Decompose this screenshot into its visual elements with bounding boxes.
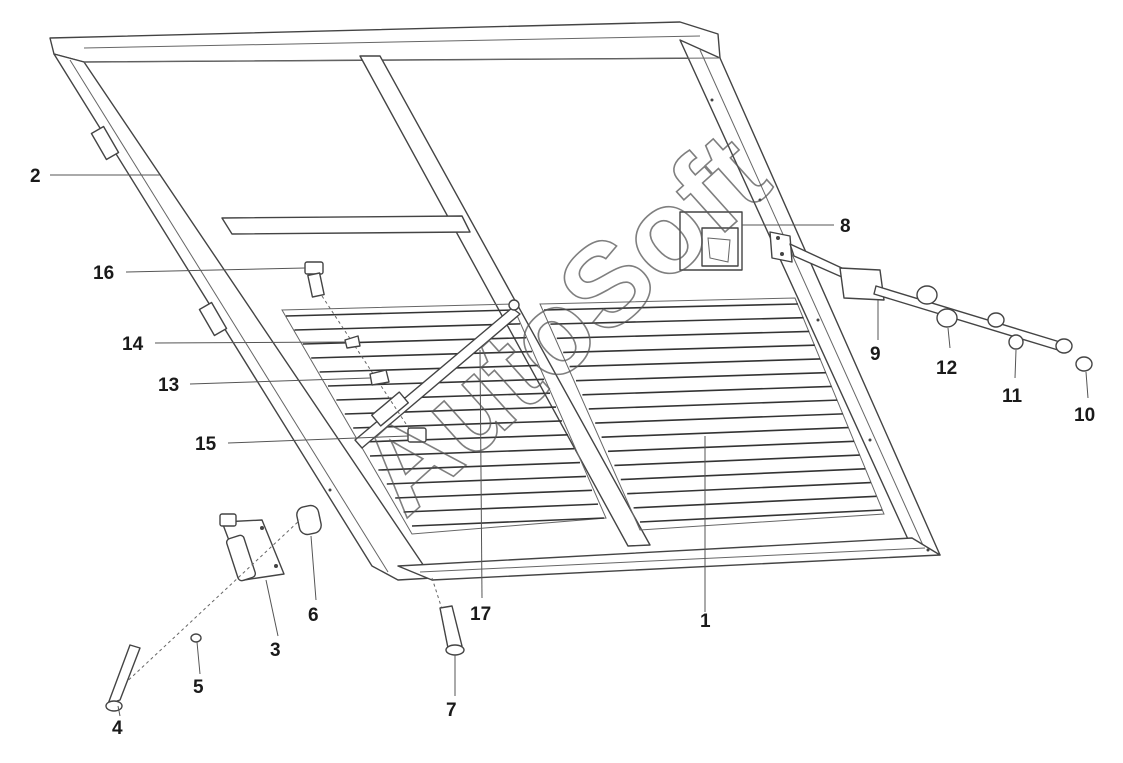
callout-8: 8 bbox=[840, 216, 851, 237]
callout-9: 9 bbox=[870, 344, 881, 365]
callout-labels: 1 2 3 4 5 6 7 8 9 10 11 12 13 14 15 16 1… bbox=[30, 166, 1095, 739]
callout-7: 7 bbox=[446, 700, 457, 721]
callout-3: 3 bbox=[270, 640, 281, 661]
grille-slat bbox=[620, 468, 866, 481]
callout-5: 5 bbox=[193, 677, 204, 698]
grille-slat bbox=[601, 426, 849, 438]
callout-6: 6 bbox=[308, 605, 319, 626]
link-9 bbox=[839, 267, 885, 301]
callout-4: 4 bbox=[112, 718, 123, 739]
grille-slat bbox=[569, 358, 821, 368]
grille-slat bbox=[311, 350, 533, 359]
nut-10b bbox=[1075, 356, 1093, 372]
nut-10a bbox=[1055, 338, 1073, 354]
grille-slat bbox=[563, 344, 815, 354]
grille-slats bbox=[281, 297, 885, 535]
nut-15 bbox=[407, 427, 427, 443]
grille-slat bbox=[361, 434, 569, 443]
callout-1: 1 bbox=[700, 611, 711, 632]
callout-11: 11 bbox=[1002, 386, 1023, 407]
grille-slat bbox=[595, 413, 843, 424]
latch-assembly bbox=[679, 211, 1093, 372]
washer-11a bbox=[987, 312, 1005, 328]
washer-12a bbox=[916, 285, 938, 305]
grille-slat bbox=[294, 323, 521, 331]
grille-slat bbox=[411, 517, 605, 527]
callout-14: 14 bbox=[122, 334, 144, 355]
washer-12b bbox=[936, 308, 958, 328]
grille-slat bbox=[319, 364, 539, 373]
bolt-16 bbox=[304, 261, 324, 275]
grille-slat bbox=[575, 371, 827, 382]
callout-15: 15 bbox=[195, 434, 217, 455]
grille-slat bbox=[395, 489, 593, 499]
grille-slat bbox=[639, 509, 883, 523]
grille-slat bbox=[369, 447, 575, 457]
grille-slat bbox=[556, 330, 810, 340]
washer-11b bbox=[1008, 334, 1024, 350]
grille-slat bbox=[336, 392, 551, 401]
callout-13: 13 bbox=[158, 375, 179, 396]
grille-slat bbox=[550, 316, 804, 325]
grille-slat bbox=[386, 475, 587, 485]
grille-slat bbox=[543, 303, 799, 311]
grille-slat bbox=[378, 461, 581, 471]
panel-frame bbox=[49, 21, 941, 581]
grille-slat bbox=[607, 440, 855, 453]
grille-slat bbox=[633, 495, 877, 509]
leader-lines bbox=[50, 174, 1089, 717]
bolt-7 bbox=[439, 605, 463, 649]
callout-2: 2 bbox=[30, 166, 41, 187]
grille-slat bbox=[582, 385, 832, 396]
callout-17: 17 bbox=[470, 604, 491, 625]
grille-slat bbox=[403, 503, 599, 513]
grille-slat bbox=[285, 309, 515, 317]
rod-mount-parts bbox=[304, 261, 427, 443]
side-rail bbox=[53, 53, 433, 581]
callout-12: 12 bbox=[936, 358, 957, 379]
grille-slat bbox=[627, 481, 871, 495]
callout-10: 10 bbox=[1074, 405, 1095, 426]
clip-14 bbox=[344, 335, 361, 349]
hinge-assembly bbox=[105, 504, 465, 712]
grille-slat bbox=[588, 399, 838, 410]
bolt-4 bbox=[107, 644, 141, 705]
callout-16: 16 bbox=[93, 263, 114, 284]
clip-13 bbox=[369, 369, 390, 386]
support-rod bbox=[354, 299, 521, 449]
bushing-6 bbox=[296, 504, 322, 536]
washer-5 bbox=[190, 633, 202, 643]
grille-slat bbox=[614, 454, 860, 467]
